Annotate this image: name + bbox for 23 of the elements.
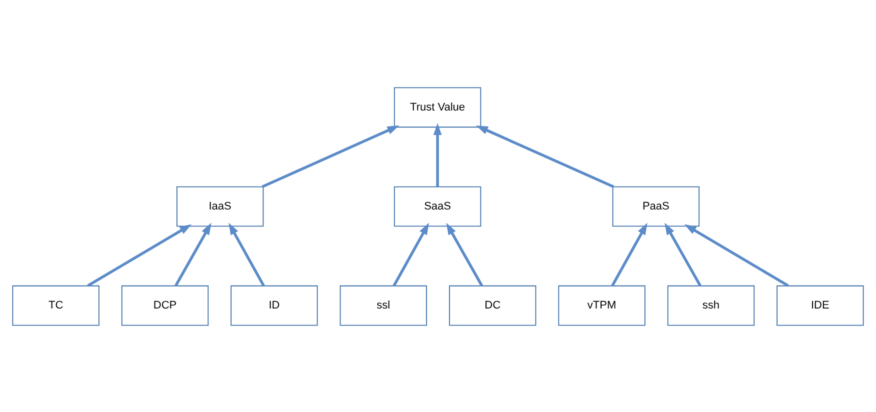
arrow [611,222,648,286]
node-box: vTPM [558,284,646,326]
arrow [684,224,789,286]
node-box: DCP [121,284,209,326]
node-box: IaaS [176,186,264,226]
node-box: TC [12,284,100,326]
arrow [87,224,192,286]
node-box: PaaS [612,186,700,226]
node-box: ssh [667,284,755,326]
node-box: SaaS [394,186,482,226]
arrow [262,124,400,188]
arrow [433,122,442,186]
node-box: ID [230,284,318,326]
node-box: ssl [340,284,427,326]
arrow [174,222,212,286]
arrow [392,222,430,286]
node-box: IDE [776,284,864,326]
arrow [664,222,702,286]
arrow [476,124,614,188]
arrow [446,222,484,286]
node-box: DC [449,284,536,326]
arrow [228,222,265,286]
node-box: Trust Value [394,86,482,128]
